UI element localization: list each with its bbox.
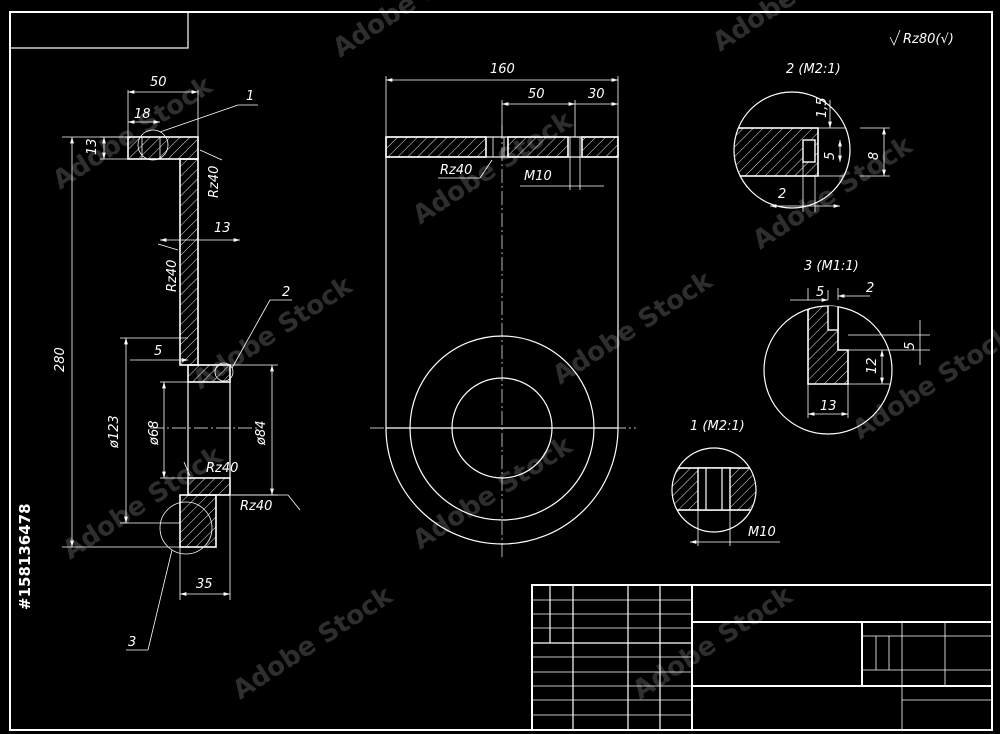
dim-side-mid: 50 — [528, 87, 545, 102]
side-view: 160 50 30 M10 Rz40 — [370, 62, 636, 560]
dim-top-height: 13 — [85, 138, 100, 155]
watermark: Adobe Stock Adobe Stock Adobe Stock Adob… — [16, 0, 1000, 706]
side-flange-right — [581, 136, 619, 158]
watermark-text: Adobe Stock — [327, 0, 498, 64]
hub-step — [187, 364, 231, 383]
detail-2-dim: 1,5 — [815, 97, 830, 118]
detail-3: 3 (M1:1) 5 2 5 12 13 — [763, 259, 930, 435]
roughness-label: Rz40 — [240, 499, 272, 514]
dim-step: 5 — [154, 344, 162, 359]
watermark-text: Adobe Stock — [227, 580, 398, 706]
top-flange — [127, 136, 199, 160]
title-block — [531, 584, 993, 731]
roughness-label: Rz40 — [206, 461, 238, 476]
dim-top-inner: 18 — [134, 107, 151, 122]
detail-1: 1 (M2:1) M10 — [671, 419, 780, 546]
detail-1-thread: M10 — [748, 525, 776, 540]
detail-2-dim: 2 — [778, 187, 786, 202]
detail-circle-1 — [137, 129, 169, 161]
dim-total-height: 280 — [53, 347, 68, 372]
detail-circle-3 — [159, 501, 213, 555]
dim-side-right: 30 — [588, 87, 605, 102]
watermark-text: Adobe Stock — [547, 265, 718, 391]
roughness-stamp-text: Rz80(√) — [903, 32, 954, 47]
detail-2-dim: 5 — [823, 152, 838, 160]
bottom-foot — [179, 494, 217, 548]
dim-dia-right: ø84 — [254, 421, 269, 447]
side-flange-left — [385, 136, 487, 158]
detail-3-dim: 13 — [820, 399, 837, 414]
dim-top-width: 50 — [150, 75, 167, 90]
side-thread-label: M10 — [524, 169, 552, 184]
side-flange-mid — [507, 136, 569, 158]
dim-dia-outer: ø123 — [107, 415, 122, 449]
detail-3-dim: 12 — [865, 357, 880, 374]
callout-3: 3 — [128, 635, 136, 650]
side-roughness: Rz40 — [440, 163, 472, 178]
callout-1: 1 — [246, 89, 254, 104]
watermark-text: Adobe Stock — [407, 105, 578, 231]
detail-1-title: 1 (M2:1) — [690, 419, 745, 434]
sheet-frame — [9, 11, 993, 731]
dim-dia-inner: ø68 — [147, 421, 162, 447]
stock-id: #158136478 — [16, 503, 34, 610]
callout-2: 2 — [282, 285, 290, 300]
detail-2: 2 (M2:1) 1,5 5 8 2 — [733, 62, 890, 212]
front-section-view: 50 18 13 280 13 5 ø123 ø68 ø84 — [53, 75, 301, 651]
detail-circle-2 — [214, 362, 234, 382]
dim-side-width: 160 — [490, 62, 515, 77]
detail-3-dim: 2 — [866, 281, 874, 296]
roughness-stamp: Rz80(√) — [889, 29, 954, 47]
watermark-text: Adobe Stock — [707, 0, 878, 58]
watermark-text: Adobe Stock — [407, 430, 578, 556]
dim-wall-thickness: 13 — [214, 221, 231, 236]
watermark-text: Adobe Stock — [847, 320, 1000, 446]
detail-3-dim: 5 — [816, 285, 824, 300]
detail-2-dim: 8 — [867, 152, 882, 160]
detail-3-dim: 5 — [903, 342, 918, 350]
vertical-wall — [179, 158, 199, 366]
dim-base-width: 35 — [196, 577, 213, 592]
detail-2-title: 2 (M2:1) — [786, 62, 841, 77]
roughness-label: Rz40 — [165, 260, 180, 292]
bottom-step — [187, 477, 231, 496]
roughness-label: Rz40 — [207, 166, 222, 198]
detail-3-title: 3 (M1:1) — [804, 259, 859, 274]
